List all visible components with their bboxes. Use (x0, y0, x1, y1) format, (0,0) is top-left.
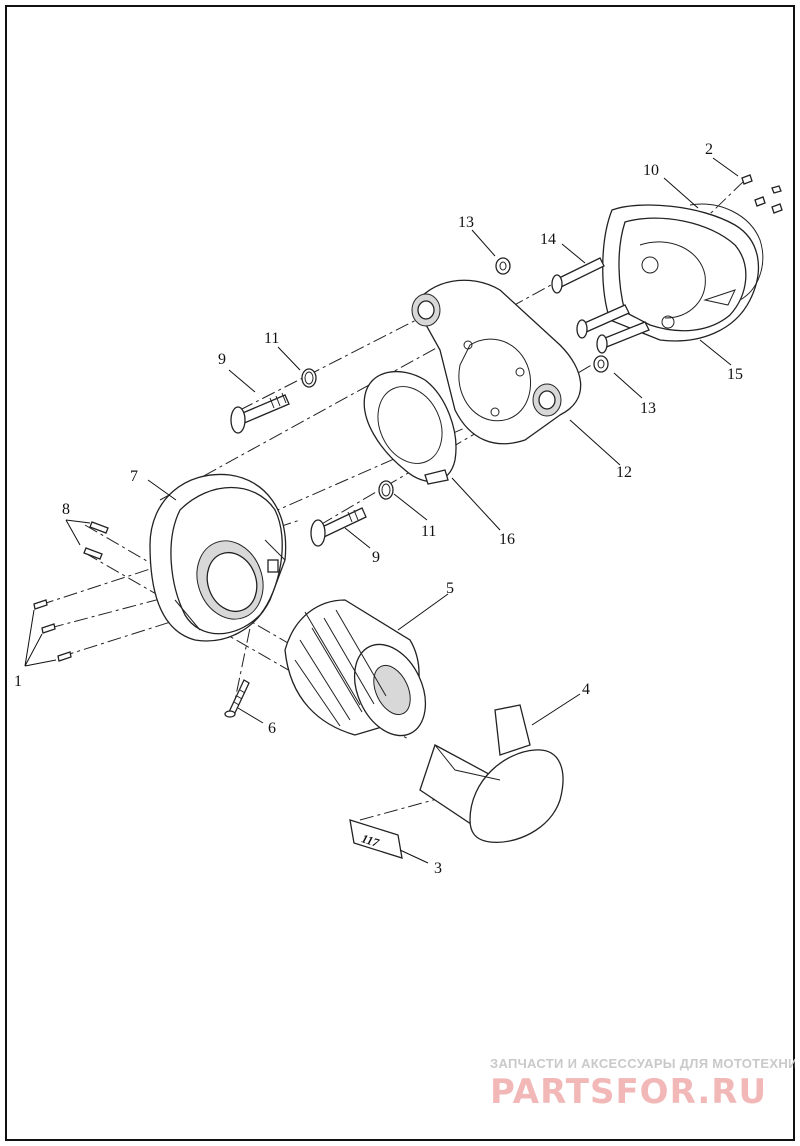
callout-13-lower: 13 (640, 400, 656, 417)
callout-3: 3 (434, 860, 442, 877)
callout-1: 1 (14, 673, 22, 690)
screws-1 (33, 599, 72, 662)
callout-15: 15 (727, 366, 743, 383)
badge-text: 117 (360, 831, 382, 850)
badge-3: 117 (349, 819, 403, 859)
callout-12: 12 (616, 464, 632, 481)
backplate-assembly (602, 203, 764, 342)
exploded-parts-diagram: 117 1 2 3 4 5 6 7 8 9 9 10 (5, 5, 795, 1141)
bracket-12 (411, 279, 582, 445)
cover-4 (419, 704, 564, 844)
gasket-16 (363, 370, 457, 485)
housing-7 (149, 473, 287, 642)
screw-6 (224, 679, 250, 718)
callout-4: 4 (582, 681, 590, 698)
callout-7: 7 (130, 468, 138, 485)
screws-2 (741, 174, 783, 214)
callout-9-upper: 9 (218, 351, 226, 368)
leader-lines (24, 157, 739, 864)
callout-5: 5 (446, 580, 454, 597)
callout-16: 16 (499, 531, 515, 548)
callout-8: 8 (62, 501, 70, 518)
filter-5 (284, 599, 427, 737)
callout-2: 2 (705, 141, 713, 158)
screws-8 (83, 521, 109, 560)
watermark-tagline: ЗАПЧАСТИ И АКСЕССУАРЫ ДЛЯ МОТОТЕХНИКИ (490, 1056, 795, 1071)
callout-labels: 1 2 3 4 5 6 7 8 9 9 10 11 11 12 13 13 14… (14, 141, 743, 877)
callout-10: 10 (643, 162, 659, 179)
callout-6: 6 (268, 720, 276, 737)
callout-14: 14 (540, 231, 556, 248)
bolts-14 (551, 257, 650, 354)
callout-13-upper: 13 (458, 214, 474, 231)
callout-11-upper: 11 (264, 330, 279, 347)
o-rings-11 (301, 368, 394, 500)
watermark: ЗАПЧАСТИ И АКСЕССУАРЫ ДЛЯ МОТОТЕХНИКИ PA… (490, 1056, 795, 1112)
watermark-logo: PARTSFOR.RU (490, 1072, 767, 1112)
page-border (5, 5, 795, 1141)
callout-11-lower: 11 (421, 523, 436, 540)
callout-9-lower: 9 (372, 549, 380, 566)
washers-13 (495, 257, 609, 373)
bolts-9 (230, 392, 367, 547)
